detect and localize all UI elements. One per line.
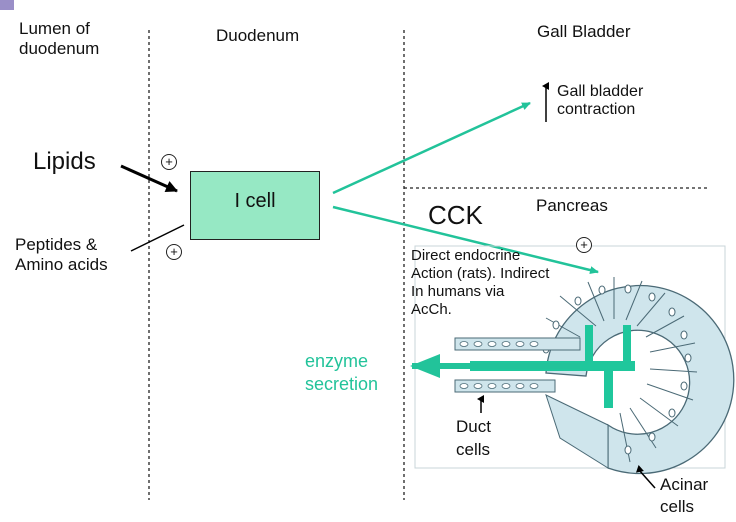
plus-icon-peptides: + <box>166 244 182 260</box>
arrow-to-gall-bladder <box>332 101 531 195</box>
i-cell-box: I cell <box>190 171 320 240</box>
label-gall-bladder-contraction: Gall bladder contraction <box>557 83 644 119</box>
i-cell-label: I cell <box>234 190 276 212</box>
label-duodenum: Duodenum <box>216 26 300 45</box>
label-enzyme-secretion: enzyme secretion <box>305 351 379 394</box>
arrow-to-pancreas <box>332 205 599 274</box>
label-peptides-amino-acids: Peptides & Amino acids <box>15 235 108 274</box>
label-lipids: Lipids <box>33 148 96 175</box>
plus-icon-pancreas: + <box>576 237 592 253</box>
label-acinar-cells: Acinar cells <box>660 475 709 517</box>
plus-icon-lipids: + <box>161 154 177 170</box>
label-pancreas: Pancreas <box>536 196 608 215</box>
label-duct-cells: Duct cells <box>456 417 491 459</box>
label-cck: CCK <box>428 200 483 230</box>
acinar-cells-arrow <box>636 465 656 489</box>
slide-corner-mark <box>0 0 14 10</box>
label-gall-bladder: Gall Bladder <box>537 22 631 41</box>
lipids-arrow <box>120 164 178 193</box>
label-lumen-of-duodenum: Lumen of duodenum <box>19 19 100 58</box>
peptides-line <box>130 224 185 252</box>
note-direct-endocrine-action: Direct endocrine Action (rats). Indirect… <box>411 247 550 318</box>
